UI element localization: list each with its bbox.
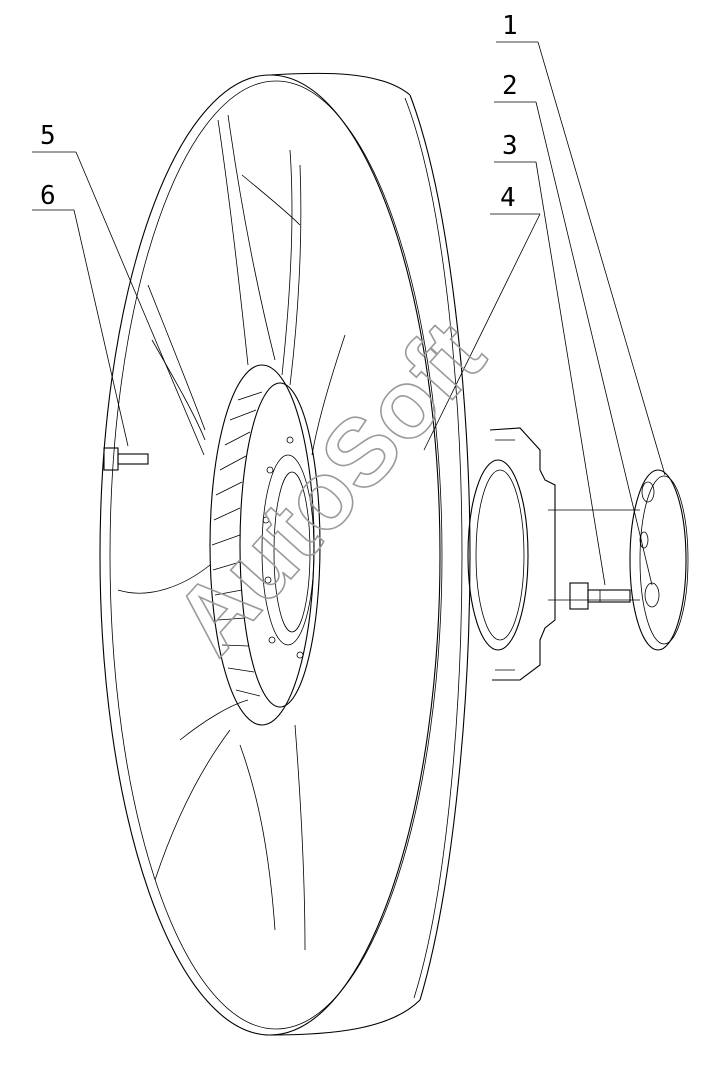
bolt-6: [103, 447, 149, 471]
fan-ring: [99, 72, 471, 1036]
callout-6: 6: [40, 181, 56, 211]
fan-blades: [117, 114, 346, 951]
callout-3: 3: [502, 131, 518, 161]
adapter-plate: [467, 427, 556, 681]
callout-4: 4: [500, 183, 516, 213]
callout-5: 5: [40, 121, 56, 151]
fan-hub: [209, 364, 321, 726]
flange-disc: [548, 469, 689, 651]
callout-1: 1: [502, 11, 518, 41]
leader-lines: [32, 41, 666, 586]
callout-2: 2: [502, 71, 518, 101]
hub-ribs: [211, 391, 263, 697]
watermark: AutoSoft: [154, 301, 505, 674]
bolt-3: [569, 582, 631, 610]
